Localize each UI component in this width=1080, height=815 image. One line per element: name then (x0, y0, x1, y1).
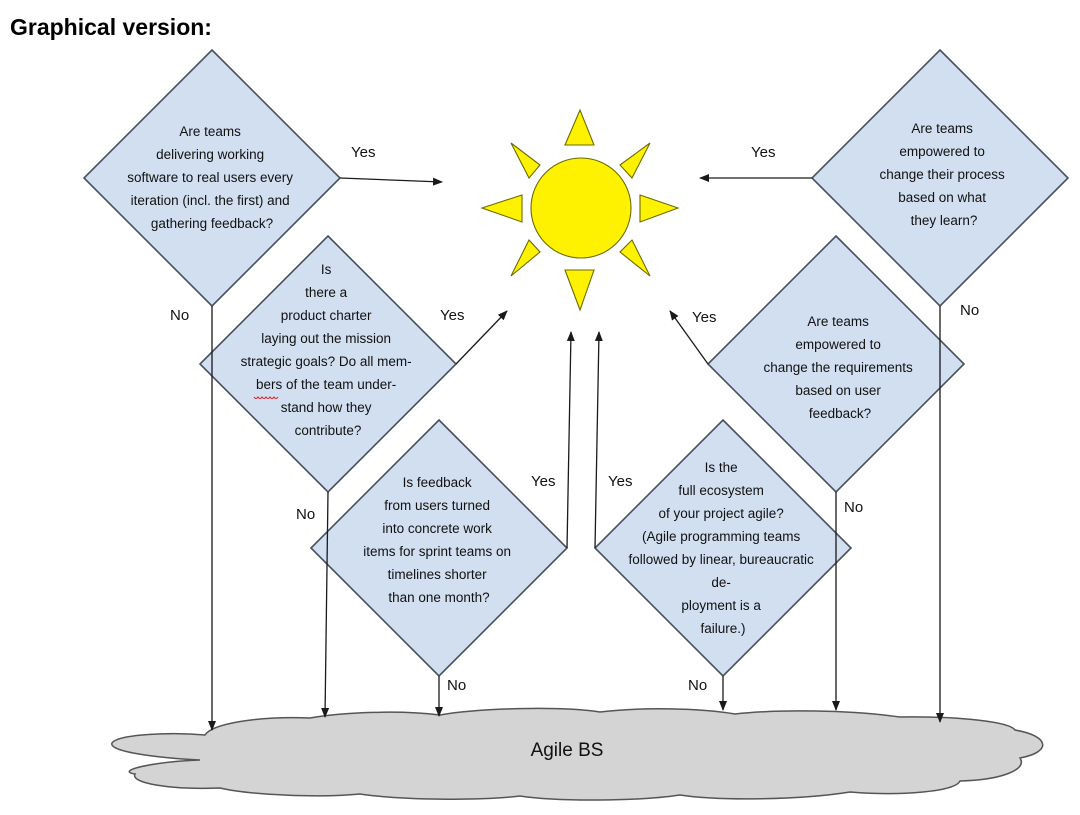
arrow-yes-d3 (566, 331, 575, 549)
sun-ray (510, 142, 541, 179)
arrow-yes-d5 (669, 310, 709, 365)
sun-core (530, 157, 632, 259)
sun-icon (480, 108, 680, 312)
yes-label: Yes (351, 144, 375, 161)
decision-text: Is the full ecosystem of your project ag… (628, 460, 817, 636)
arrow-yes-d1 (339, 177, 443, 186)
no-arrows (208, 306, 944, 731)
arrow-yes-d4 (594, 331, 603, 549)
yes-label: Yes (751, 144, 775, 161)
sun-ray (639, 194, 680, 223)
sun-ray (619, 239, 651, 277)
arrow-yes-d2 (455, 310, 508, 365)
sun-ray (619, 142, 651, 179)
sun-ray (564, 108, 595, 146)
sun-ray (510, 239, 541, 277)
yes-label: Yes (692, 309, 716, 326)
decision-change-requirements: Are teams empowered to change the requir… (706, 234, 966, 494)
decision-text: Are teams empowered to change their proc… (879, 121, 1008, 228)
spellcheck-underline (253, 396, 279, 399)
decision-text: Is feedback from users turned into concr… (363, 475, 515, 605)
no-label: No (688, 677, 707, 694)
outcome-label: Agile BS (531, 740, 604, 761)
yes-label: Yes (440, 307, 464, 324)
decision-full-ecosystem: Is the full ecosystem of your project ag… (593, 418, 853, 678)
no-label: No (844, 499, 863, 516)
no-label: No (170, 307, 189, 324)
page-title: Graphical version: (10, 14, 212, 40)
no-label: No (296, 506, 315, 523)
decision-text: Are teams empowered to change the requir… (763, 314, 916, 421)
sun-ray (564, 269, 595, 312)
yes-label: Yes (608, 473, 632, 490)
decision-change-process: Are teams empowered to change their proc… (810, 48, 1070, 308)
no-label: No (960, 302, 979, 319)
yes-arrows (339, 174, 812, 549)
sun-ray (480, 194, 523, 223)
agile-bs-cloud: Agile BS (111, 707, 1044, 801)
yes-label: Yes (531, 473, 555, 490)
decision-product-charter: Is there a product charter laying out th… (198, 234, 458, 494)
decision-feedback-to-work-items: Is feedback from users turned into concr… (309, 418, 569, 678)
no-label: No (447, 677, 466, 694)
decision-text: Are teams delivering working software to… (127, 124, 297, 231)
decision-text: Is there a product charter laying out th… (241, 262, 416, 438)
arrow-no-d2 (321, 491, 330, 718)
